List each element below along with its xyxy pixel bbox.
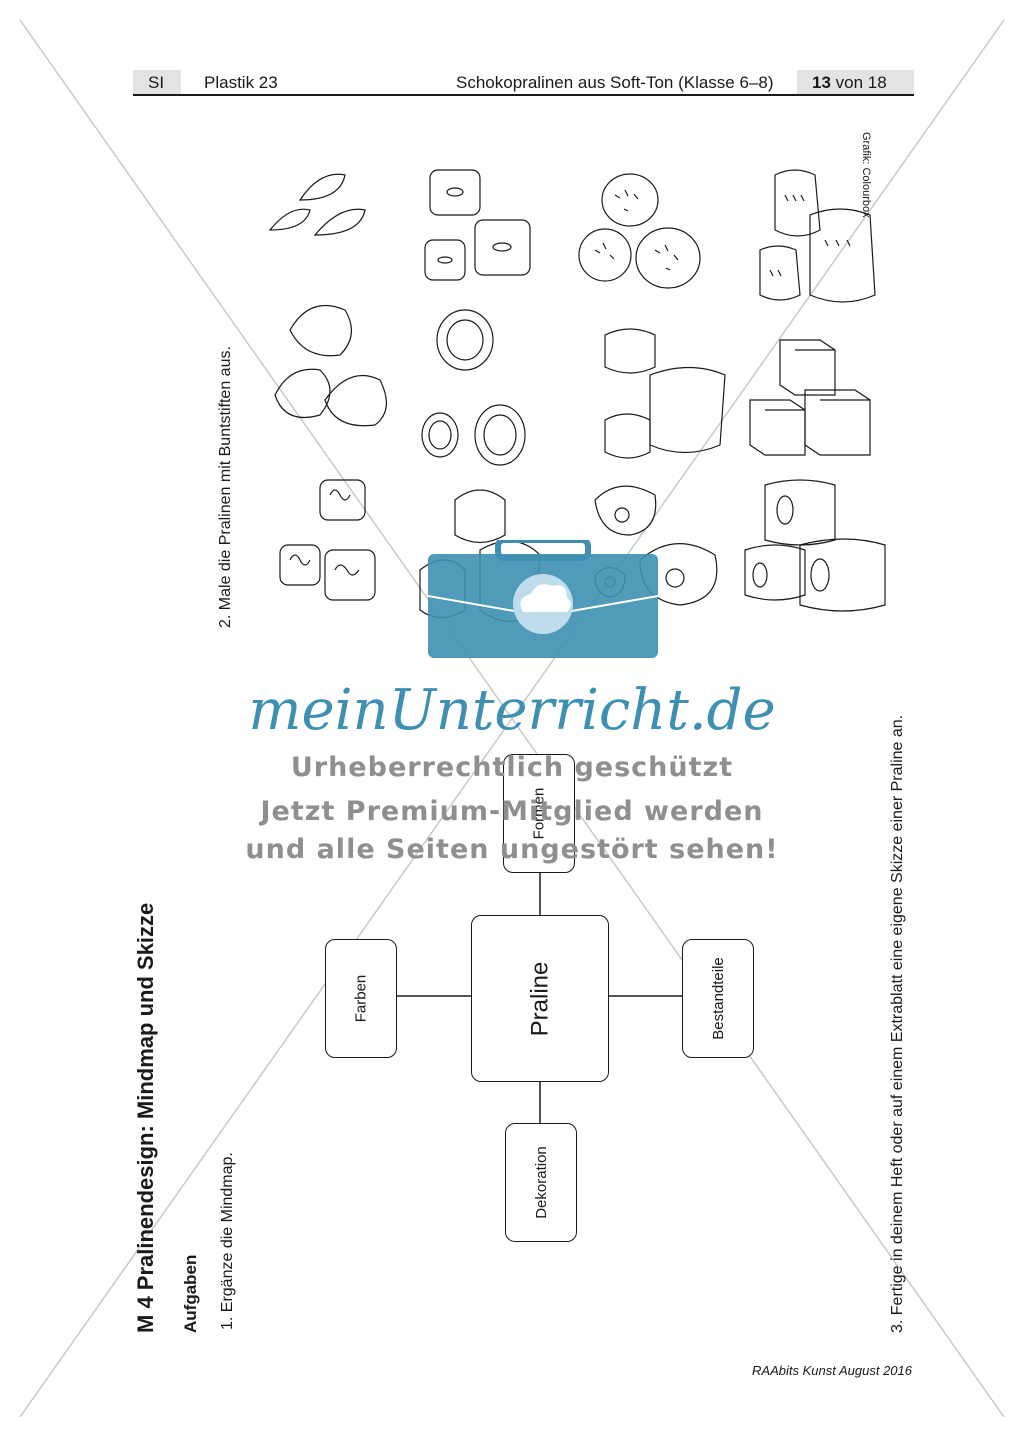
praline-cube-icon — [749, 339, 871, 456]
mindmap-node-bestandteile[interactable]: Bestandteile — [682, 939, 754, 1058]
header-page: 13 von 18 — [812, 73, 887, 93]
watermark-line-1: Urheberrechtlich geschützt — [290, 752, 734, 783]
header-rule — [133, 94, 914, 96]
header-series: Plastik 23 — [204, 73, 278, 92]
praline-round-icon — [274, 304, 387, 427]
mindmap-center-node: Praline — [471, 915, 609, 1082]
watermark-brand: meinUnterricht.de — [248, 678, 776, 743]
mindmap-node-farben-label: Farben — [352, 974, 370, 1023]
briefcase-icon — [428, 540, 658, 658]
praline-striped-icon — [759, 169, 876, 303]
header-page-bg — [797, 70, 914, 94]
praline-swirl-icon — [279, 479, 376, 601]
mindmap-node-bestandteile-label: Bestandteile — [709, 957, 727, 1040]
watermark-line-2: Jetzt Premium-Mitglied werden — [260, 796, 764, 827]
praline-cylinder-icon — [744, 479, 886, 612]
header-level: SI — [148, 73, 165, 92]
mindmap-center-label: Praline — [526, 961, 553, 1036]
praline-sprinkled-icon — [578, 173, 701, 289]
header-topic: Schokopralinen aus Soft-Ton (Klasse 6–8) — [456, 73, 774, 92]
praline-ring-icon — [421, 309, 526, 466]
header-level-bg — [133, 70, 181, 94]
mindmap-node-farben[interactable]: Farben — [325, 939, 397, 1058]
page-number: 13 — [812, 73, 831, 92]
mindmap-node-dekoration-label: Dekoration — [532, 1146, 550, 1219]
praline-leaf-icon — [268, 173, 366, 236]
footer-source: RAAbits Kunst August 2016 — [752, 1363, 912, 1378]
praline-heart-icon — [604, 328, 726, 459]
mindmap-node-formen[interactable]: Formen — [503, 754, 575, 873]
praline-square-icon — [424, 169, 531, 281]
page-of: von 18 — [835, 73, 887, 92]
watermark-line-3: und alle Seiten ungestört sehen! — [245, 834, 779, 865]
mindmap-node-dekoration[interactable]: Dekoration — [505, 1123, 577, 1242]
